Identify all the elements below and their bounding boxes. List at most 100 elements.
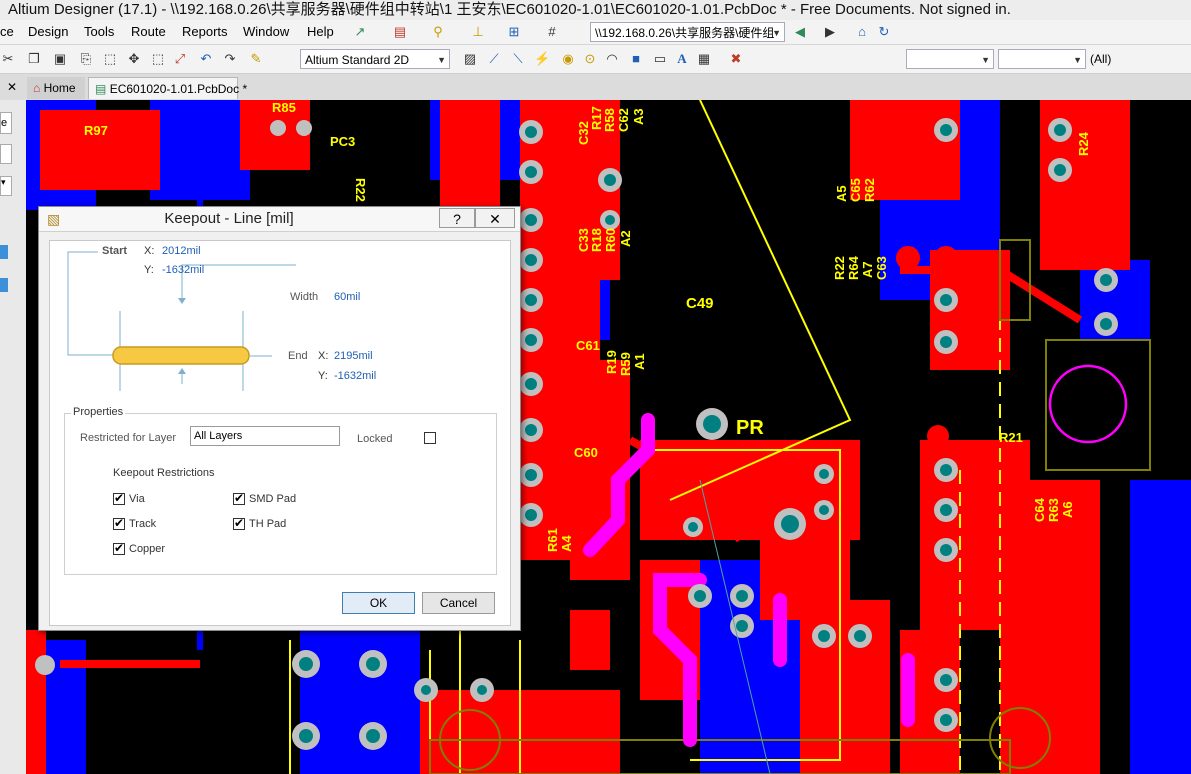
panel-input-fragment[interactable] xyxy=(0,144,12,164)
net-color-icon[interactable]: ✎ xyxy=(250,51,262,66)
copy-icon[interactable]: ❐ xyxy=(28,51,40,66)
cancel-button[interactable]: Cancel xyxy=(422,592,495,614)
track-checkbox[interactable] xyxy=(113,516,125,530)
designator-a7: A7 xyxy=(860,261,875,278)
restricted-layer-field[interactable]: All Layers xyxy=(190,426,340,446)
menu-tools[interactable]: Tools xyxy=(84,24,115,39)
via-label: Via xyxy=(129,493,145,505)
undo-icon[interactable]: ↶ xyxy=(200,51,212,66)
start-y-value[interactable]: -1632mil xyxy=(162,264,205,276)
menu-route[interactable]: Route xyxy=(131,24,166,39)
document-tab-bar: ✕ ⌂ Home ▤ EC601020-1.01.PcbDoc * xyxy=(0,74,1191,100)
panel-selection-fragment xyxy=(0,278,8,292)
string-icon[interactable]: A xyxy=(677,51,687,66)
multi-route-icon[interactable]: ⚡ xyxy=(534,51,551,66)
refresh-icon[interactable]: ↻ xyxy=(878,24,890,39)
pcb-canvas[interactable]: R97 R85 PC3 R22 C32 R17 R58 C62 A3 C33 R… xyxy=(26,100,1191,774)
close-button[interactable]: ✕ xyxy=(475,208,515,228)
copper-checkbox[interactable] xyxy=(113,541,125,555)
chevron-down-icon: ▼ xyxy=(1073,55,1082,65)
end-y-label: Y: xyxy=(318,370,328,382)
width-value[interactable]: 60mil xyxy=(334,291,361,303)
designator-pr: PR xyxy=(736,417,764,439)
copper-label: Copper xyxy=(129,543,166,555)
start-x-label: X: xyxy=(144,245,155,257)
designator-r61: R61 xyxy=(545,528,560,552)
component-place-icon[interactable]: ▦ xyxy=(697,51,711,66)
end-label: End xyxy=(288,350,308,362)
pin-icon[interactable]: ⚲ xyxy=(433,24,443,39)
chevron-down-icon: ▼ xyxy=(772,28,781,38)
designator-r19: R19 xyxy=(604,350,619,374)
designator-r97: R97 xyxy=(84,123,108,138)
window-title-bar: Altium Designer (17.1) - \\192.168.0.26\… xyxy=(0,0,1191,20)
menu-design[interactable]: Design xyxy=(28,24,69,39)
start-x-value[interactable]: 2012mil xyxy=(162,245,201,257)
window-title: Altium Designer (17.1) - \\192.168.0.26\… xyxy=(8,1,1011,18)
view-configuration-combo[interactable]: Altium Standard 2D▼ xyxy=(300,49,450,69)
select-area-icon[interactable]: ⬚ xyxy=(103,51,117,66)
end-x-value[interactable]: 2195mil xyxy=(334,350,373,362)
paste-icon[interactable]: ▣ xyxy=(53,51,67,66)
locked-checkbox[interactable] xyxy=(424,432,436,444)
menu-window[interactable]: Window xyxy=(243,24,290,39)
via-checkbox[interactable] xyxy=(113,491,125,505)
route-icon[interactable]: ⟋ xyxy=(489,51,499,66)
cut-icon[interactable]: ✂ xyxy=(2,51,14,66)
region-icon[interactable]: ▭ xyxy=(653,51,667,66)
dialog-title-bar[interactable]: ▧ Keepout - Line [mil] ? ✕ xyxy=(39,207,520,232)
differential-route-icon[interactable]: ⟍ xyxy=(513,51,523,66)
interactive-route-icon[interactable]: ↗ xyxy=(354,24,366,39)
properties-group xyxy=(64,413,497,575)
tab-home[interactable]: ⌂ Home xyxy=(27,77,85,99)
menu-reports[interactable]: Reports xyxy=(182,24,228,39)
tab-pcb-document[interactable]: ▤ EC601020-1.01.PcbDoc * xyxy=(88,77,247,99)
redo-icon[interactable]: ↷ xyxy=(224,51,236,66)
designator-r60: R60 xyxy=(603,228,618,252)
align-icon[interactable]: ▤ xyxy=(393,24,407,39)
forward-icon[interactable]: ▶ xyxy=(825,24,835,39)
object-combo[interactable]: ▼ xyxy=(998,49,1086,69)
measure-icon[interactable]: ⊥ xyxy=(472,24,484,39)
home-icon[interactable]: ⌂ xyxy=(858,24,866,39)
path-combo[interactable]: \\192.168.0.26\共享服务器\硬件组▼ xyxy=(590,22,785,42)
clear-filter-icon[interactable]: ✖ xyxy=(730,51,742,66)
designator-c49: C49 xyxy=(686,295,714,312)
pad-icon[interactable]: ◉ xyxy=(562,51,574,66)
rubber-stamp-icon[interactable]: ⎘ xyxy=(80,51,92,66)
designator-c63: C63 xyxy=(874,256,889,280)
help-button[interactable]: ? xyxy=(439,208,475,228)
via-icon[interactable]: ⊙ xyxy=(584,51,596,66)
panel-fragment[interactable]: e xyxy=(0,112,12,134)
end-y-value[interactable]: -1632mil xyxy=(334,370,377,382)
smd-pad-label: SMD Pad xyxy=(249,493,297,505)
th-pad-checkbox[interactable] xyxy=(233,516,245,530)
back-icon[interactable]: ◀ xyxy=(795,24,805,39)
restricted-layer-label: Restricted for Layer xyxy=(80,432,176,444)
close-panel-icon[interactable]: ✕ xyxy=(7,80,18,94)
filter-value[interactable]: (All) xyxy=(1090,52,1112,66)
smd-pad-checkbox[interactable] xyxy=(233,491,245,505)
keepout-line-diagram xyxy=(67,251,296,391)
designator-c64: C64 xyxy=(1032,497,1047,522)
th-pad-label: TH Pad xyxy=(249,518,287,530)
dialog-body: Start X: 2012mil Y: -1632mil Width 60mil… xyxy=(49,240,511,626)
designator-a1: A1 xyxy=(632,353,647,370)
designator-a5: A5 xyxy=(834,185,849,202)
ok-button[interactable]: OK xyxy=(342,592,415,614)
arc-icon[interactable]: ◠ xyxy=(606,51,618,66)
menu-bar: ce Design Tools Route Reports Window Hel… xyxy=(0,20,1191,45)
layer-combo[interactable]: ▼ xyxy=(906,49,994,69)
deselect-icon[interactable]: ⤢ xyxy=(174,51,186,66)
menu-help[interactable]: Help xyxy=(307,24,334,39)
panel-dropdown-fragment[interactable]: ▾ xyxy=(0,176,12,196)
move-icon[interactable]: ✥ xyxy=(128,51,140,66)
hatch-icon[interactable]: ▨ xyxy=(463,51,477,66)
menu-file-fragment[interactable]: ce xyxy=(0,24,14,39)
select-icon[interactable]: ⬚ xyxy=(151,51,165,66)
designator-a6: A6 xyxy=(1060,501,1075,518)
designator-r21: R21 xyxy=(999,430,1023,445)
component-icon[interactable]: ⊞ xyxy=(508,24,520,39)
fill-icon[interactable]: ■ xyxy=(632,51,640,66)
grid-icon[interactable]: # xyxy=(548,24,556,39)
